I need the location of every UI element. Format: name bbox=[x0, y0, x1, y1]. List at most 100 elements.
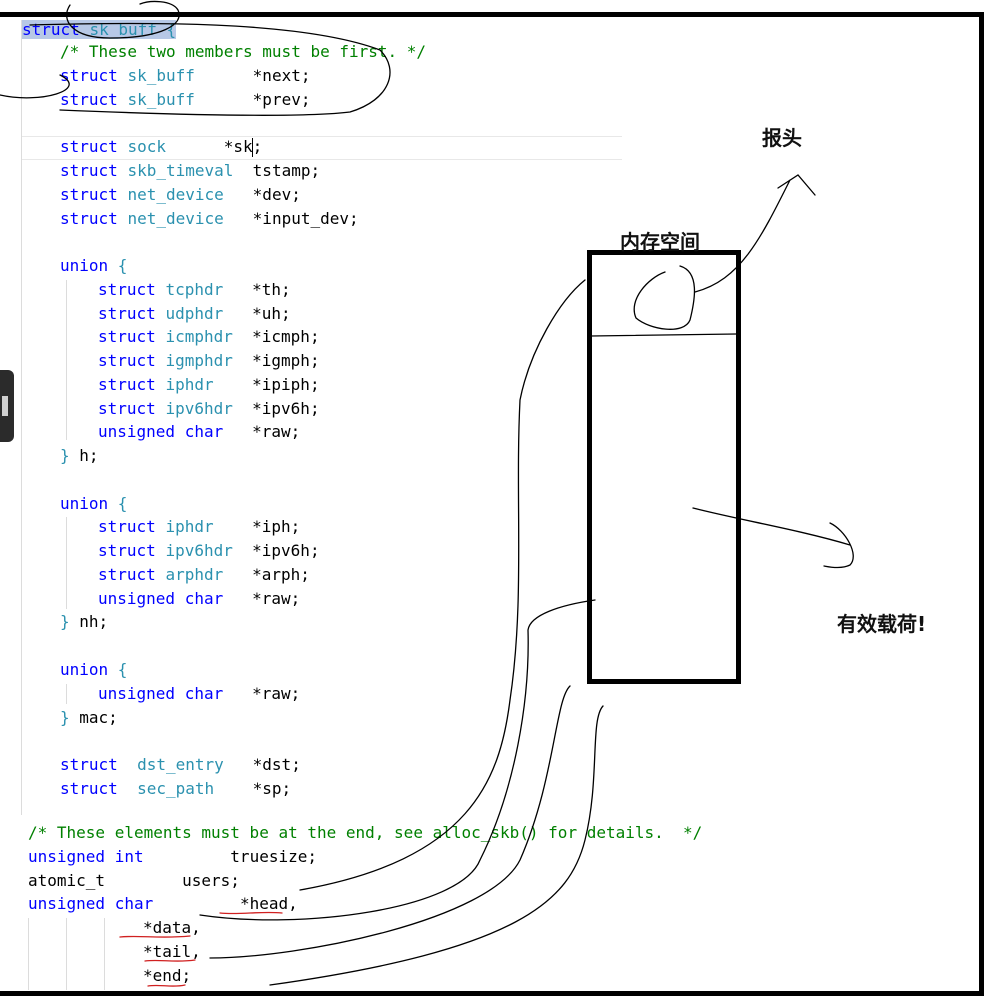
code-token: struct bbox=[98, 375, 166, 394]
code-token: *igmph; bbox=[252, 351, 320, 370]
data-pointer-line bbox=[199, 599, 596, 921]
code-line: struct iphdr *iph; bbox=[98, 517, 300, 537]
code-line: union { bbox=[60, 494, 127, 514]
indent-guide bbox=[104, 918, 105, 990]
code-line: struct tcphdr *th; bbox=[98, 280, 291, 300]
code-token: struct bbox=[60, 779, 138, 798]
code-line: struct ipv6hdr *ipv6h; bbox=[98, 399, 320, 419]
header-scribble bbox=[633, 265, 696, 330]
head-pointer-line bbox=[299, 279, 586, 891]
underline-tail bbox=[144, 959, 196, 962]
code-token: nh; bbox=[79, 612, 109, 631]
code-line: } mac; bbox=[60, 708, 118, 728]
code-token: struct bbox=[60, 90, 128, 109]
code-token: iphdr bbox=[165, 517, 253, 536]
code-token: struct bbox=[98, 565, 166, 584]
code-token: truesize; bbox=[230, 847, 317, 866]
code-token: char bbox=[184, 589, 253, 608]
code-line: struct igmphdr *igmph; bbox=[98, 351, 320, 371]
code-token: *tail, bbox=[143, 942, 201, 961]
underline-head bbox=[219, 911, 283, 915]
indent-guide bbox=[66, 684, 67, 704]
code-token: { bbox=[117, 256, 128, 275]
code-line: unsigned char *raw; bbox=[98, 422, 300, 442]
code-line: unsigned int truesize; bbox=[28, 847, 317, 867]
code-token: struct bbox=[98, 541, 166, 560]
text-cursor bbox=[252, 138, 253, 157]
current-line-highlight bbox=[22, 136, 622, 160]
indent-guide bbox=[66, 280, 67, 440]
code-token: unsigned bbox=[98, 684, 185, 703]
code-token: atomic_t users; bbox=[28, 871, 240, 890]
code-token: *ipiph; bbox=[252, 375, 320, 394]
code-token: sec_path bbox=[137, 779, 253, 798]
code-token: tstamp; bbox=[252, 161, 321, 180]
code-line: struct sk_buff *prev; bbox=[60, 90, 310, 110]
code-token: *raw; bbox=[252, 589, 301, 608]
code-token: arphdr bbox=[165, 565, 253, 584]
memory-space-label: 内存空间 bbox=[620, 230, 700, 254]
code-line: struct sock *sk; bbox=[60, 137, 262, 157]
code-token: dst_entry bbox=[137, 755, 253, 774]
code-token: *uh; bbox=[252, 304, 291, 323]
code-token: ipv6hdr bbox=[165, 399, 253, 418]
scribble-circle-struct bbox=[65, 0, 180, 39]
image-frame bbox=[0, 12, 984, 996]
underline-data bbox=[119, 935, 191, 938]
code-token: *prev; bbox=[252, 90, 311, 109]
code-token: } bbox=[60, 612, 80, 631]
code-token: char bbox=[114, 894, 240, 913]
code-token: *head, bbox=[239, 894, 298, 913]
code-line: struct skb_timeval tstamp; bbox=[60, 161, 320, 181]
code-token: struct bbox=[98, 304, 166, 323]
code-token: *next; bbox=[252, 66, 311, 85]
side-panel-handle-grip bbox=[2, 396, 8, 416]
code-line: /* These two members must be first. */ bbox=[60, 42, 426, 62]
code-line: /* These elements must be at the end, se… bbox=[28, 823, 702, 843]
code-token: /* These elements must be at the end, se… bbox=[28, 823, 703, 842]
code-token: struct bbox=[60, 66, 128, 85]
code-token: udphdr bbox=[165, 304, 253, 323]
code-token: struct bbox=[98, 280, 166, 299]
code-token: *end; bbox=[143, 966, 192, 985]
code-token: sk_buff bbox=[127, 90, 253, 109]
payload-label: 有效载荷! bbox=[837, 612, 927, 636]
arrow-to-header bbox=[694, 174, 816, 293]
code-token: *dev; bbox=[252, 185, 301, 204]
scribble-circle-members bbox=[0, 22, 391, 116]
code-token: *dst; bbox=[252, 755, 301, 774]
code-line: struct icmphdr *icmph; bbox=[98, 327, 320, 347]
code-token: sock bbox=[127, 137, 224, 156]
code-token: *th; bbox=[252, 280, 291, 299]
code-token: } bbox=[60, 708, 80, 727]
code-line: struct iphdr *ipiph; bbox=[98, 375, 320, 395]
code-token: icmphdr bbox=[165, 327, 253, 346]
code-line: *tail, bbox=[143, 942, 201, 962]
code-line: unsigned char *raw; bbox=[98, 684, 300, 704]
arrow-to-payload bbox=[692, 507, 854, 569]
code-line: unsigned char *head, bbox=[28, 894, 298, 914]
code-line: *data, bbox=[143, 918, 201, 938]
code-line: union { bbox=[60, 660, 127, 680]
code-token: struct bbox=[60, 185, 128, 204]
code-token: *data, bbox=[143, 918, 201, 937]
memory-space-box bbox=[587, 250, 741, 684]
code-token: { bbox=[117, 660, 128, 679]
code-line: struct udphdr *uh; bbox=[98, 304, 291, 324]
code-line: struct net_device *input_dev; bbox=[60, 209, 359, 229]
code-token: *sk; bbox=[223, 137, 263, 156]
code-token: char bbox=[184, 422, 253, 441]
code-token: int bbox=[114, 847, 231, 866]
code-line: struct ipv6hdr *ipv6h; bbox=[98, 541, 320, 561]
header-label: 报头 bbox=[762, 126, 802, 150]
code-token: sk_buff { bbox=[89, 20, 177, 39]
code-token: union bbox=[60, 660, 118, 679]
code-line: struct net_device *dev; bbox=[60, 185, 301, 205]
code-token: *raw; bbox=[252, 422, 301, 441]
tail-pointer-line bbox=[209, 685, 571, 959]
indent-guide bbox=[28, 918, 29, 990]
code-line: struct sec_path *sp; bbox=[60, 779, 291, 799]
code-token: *iph; bbox=[252, 517, 301, 536]
code-token: mac; bbox=[79, 708, 118, 727]
